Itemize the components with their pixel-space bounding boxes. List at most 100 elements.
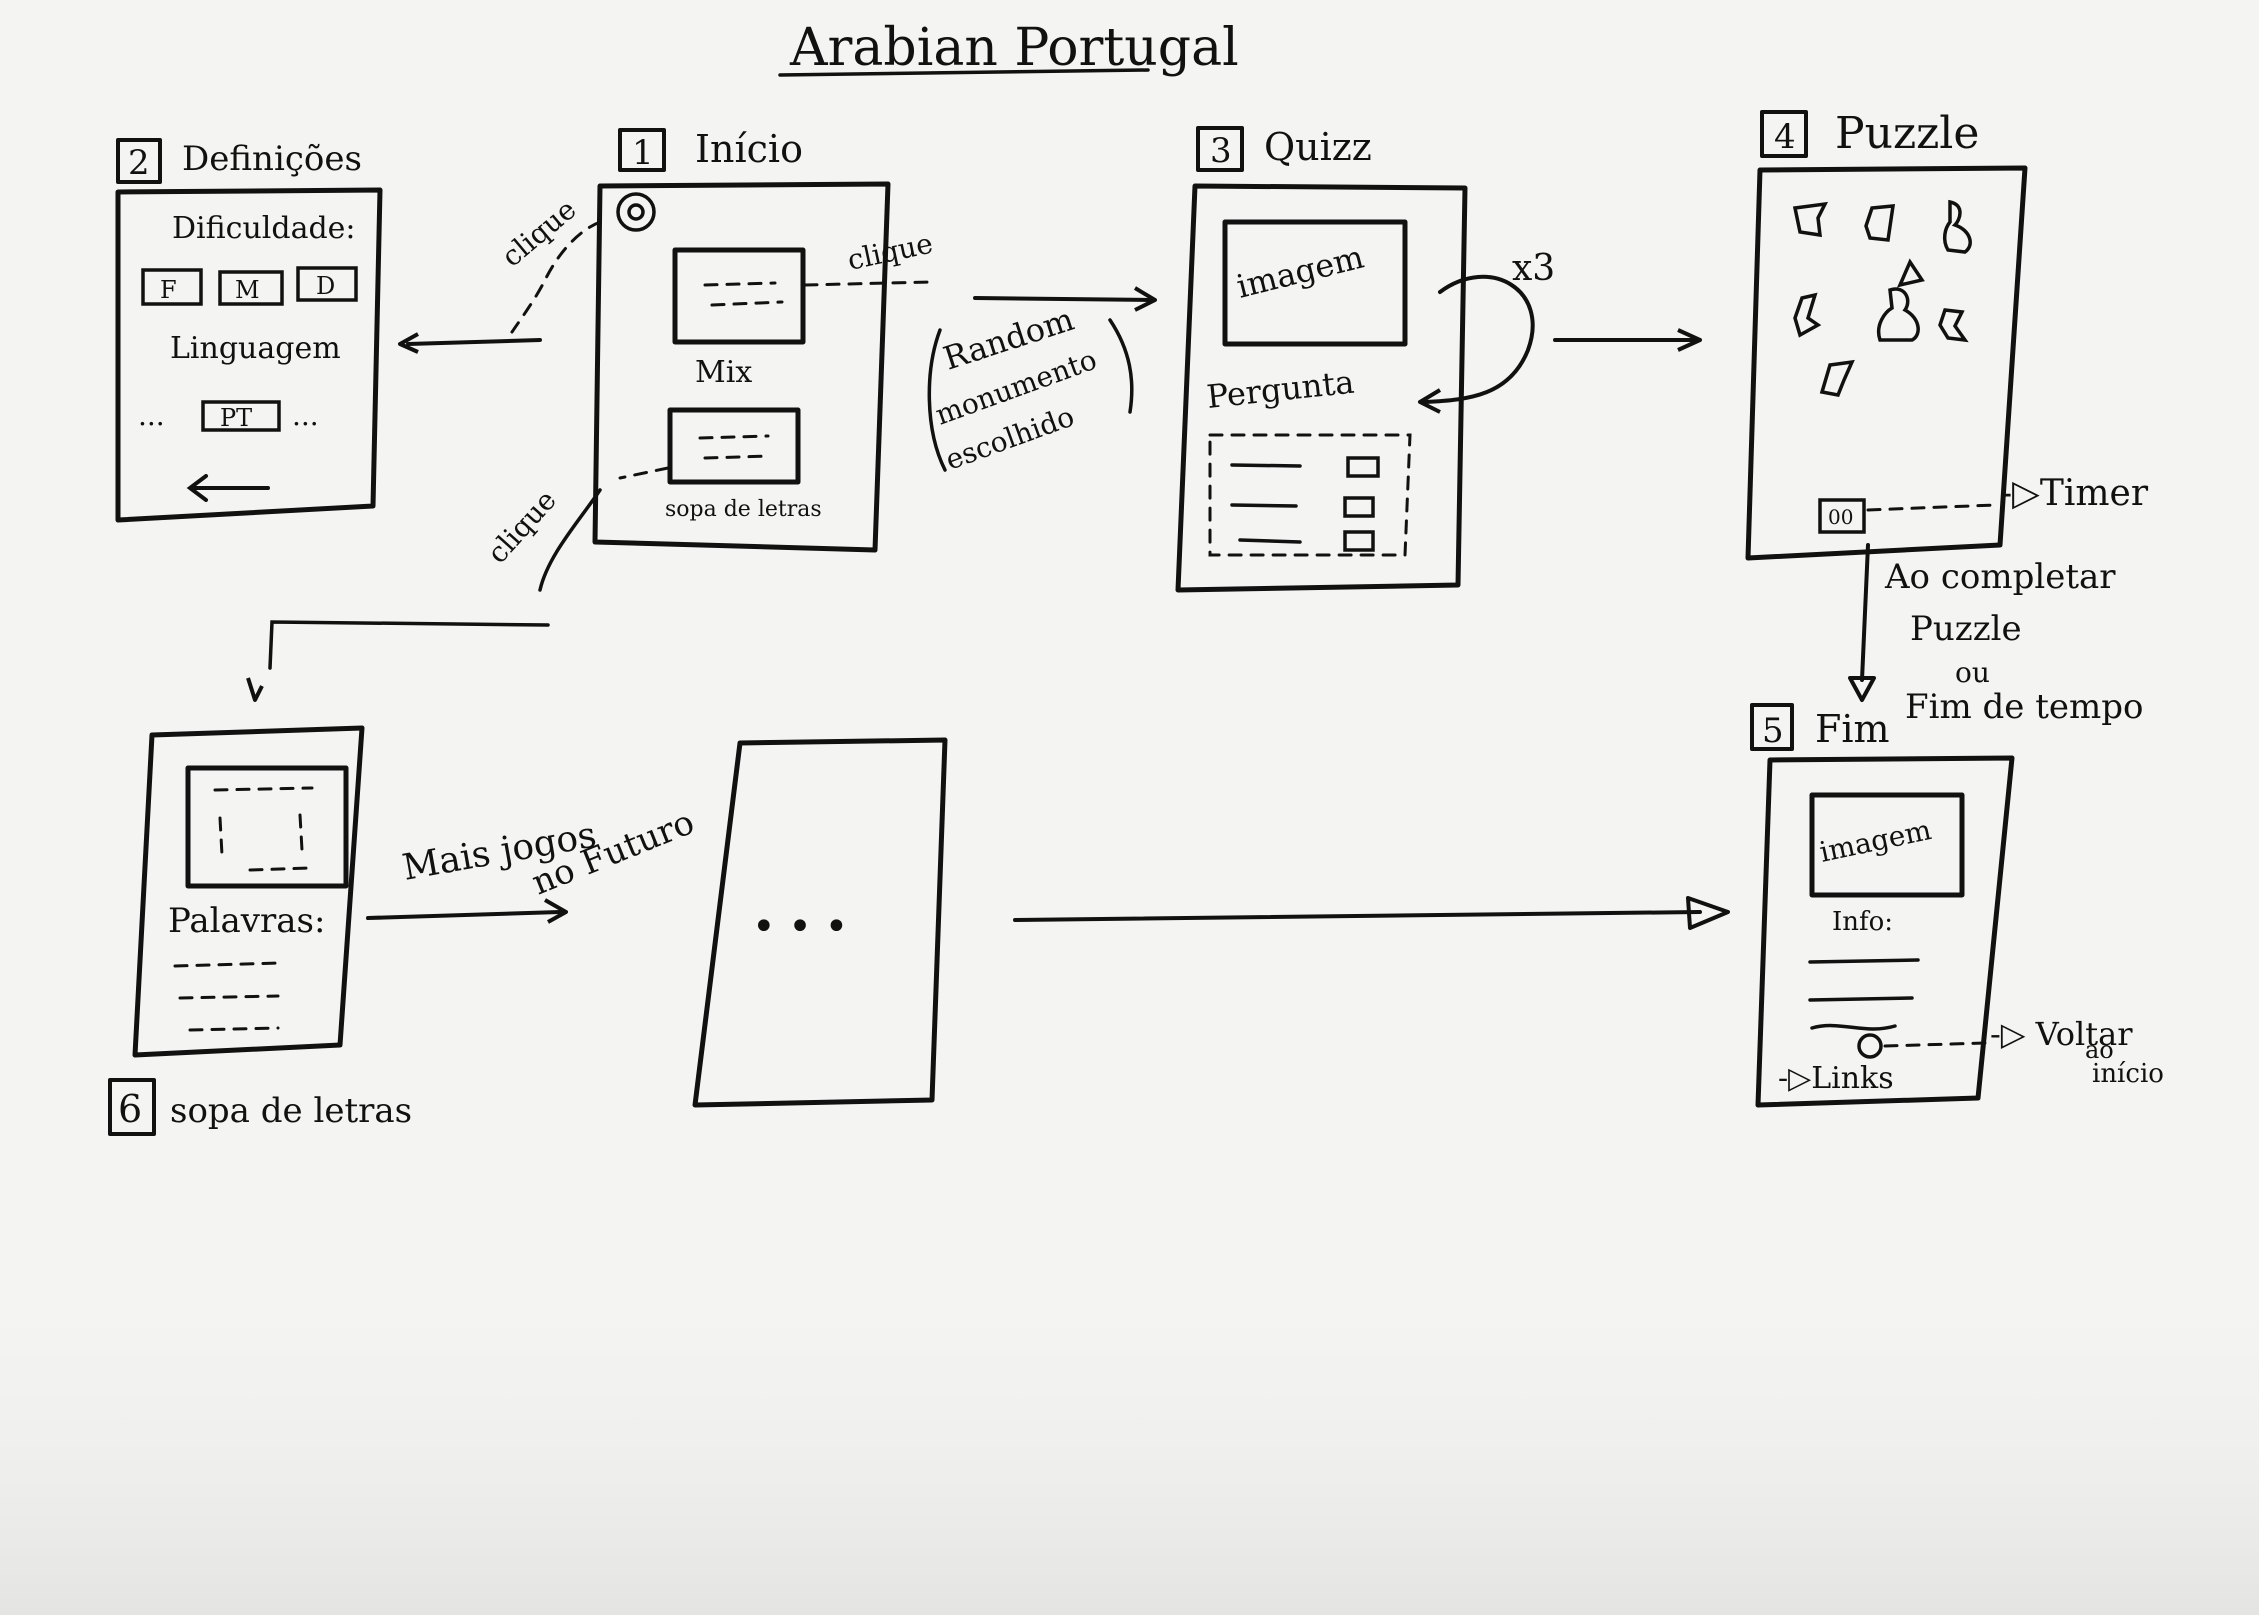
screen-title: Início [695,127,803,171]
fim-image [1809,792,1965,898]
language-ellipsis-left: ... [138,399,165,432]
annotation-complete-1: Ao completar [1884,557,2116,597]
screen-frame [132,725,365,1058]
back-note-2: ao [2085,1036,2114,1064]
sopa-label: sopa de letras [665,497,822,522]
puzzle-piece-icon[interactable] [1897,258,1925,288]
difficulty-easy-button[interactable] [141,268,203,306]
arrow-head [1686,896,1730,930]
sopa-link-curve [538,488,602,592]
timer-note: -▷Timer [2000,473,2149,514]
links-note: -▷Links [1778,1061,1894,1096]
mix-button[interactable] [672,247,806,345]
annotation-clique-sopa: clique [481,484,563,570]
paper-shadow [0,1250,2259,1615]
difficulty-medium-label: M [235,276,260,304]
page-title: Arabian Portugal [789,18,1239,78]
screen-fim: 5 Fim imagem Info: -▷ Voltar ao início -… [1750,703,2164,1108]
settings-gear-icon[interactable] [616,192,656,232]
arrow-head [1418,388,1442,414]
info-lines [1808,958,1920,1031]
screen-number-box [1750,703,1794,751]
screen-puzzle: 4 Puzzle 00 -▷Timer [1745,108,2149,561]
puzzle-piece-icon[interactable] [1793,292,1822,338]
dashed-link-timer [1866,503,1997,512]
screen-title: Fim [1815,707,1890,751]
screen-number: 4 [1774,117,1796,157]
gear-hub [627,203,645,221]
answer-checkbox[interactable] [1346,456,1380,478]
puzzle-piece-icon[interactable] [1819,359,1855,397]
back-note-3: início [2092,1059,2164,1089]
puzzle-piece-icon[interactable] [1877,287,1920,342]
puzzle-piece-icon[interactable] [1792,201,1829,238]
dashed-link-mix [803,280,932,287]
arrow-future-to-fim [1013,910,1702,922]
answer-line [1230,503,1298,508]
screen-frame [1755,755,2015,1108]
screen-quizz: 3 Quizz imagem Pergunta [1175,125,1468,593]
words-list [173,961,282,1032]
language-select[interactable] [201,400,281,432]
mix-placeholder-lines [703,281,784,307]
language-value: PT [220,404,252,432]
screen-number: 6 [118,1087,142,1131]
screen-number-box [1760,110,1808,158]
screen-frame [592,181,891,553]
puzzle-piece-icon[interactable] [1938,308,1969,343]
puzzle-piece-icon[interactable] [1942,199,1972,254]
bracket-left [927,328,947,472]
back-arrow-icon[interactable] [186,474,270,502]
annotation-complete-2: Puzzle [1910,609,2022,649]
arrow-to-fim [1860,543,1870,682]
answer-checkbox[interactable] [1343,496,1375,518]
question-label: Pergunta [1205,363,1356,416]
letter-grid[interactable] [185,765,349,889]
answer-checkbox[interactable] [1343,530,1375,552]
arrow-to-definicoes [406,338,542,346]
screen-number: 2 [128,143,150,183]
quiz-image-label: imagem [1233,238,1368,306]
answer-line [1230,463,1302,468]
screen-title: Puzzle [1835,108,1979,159]
arrow-head [398,332,419,354]
difficulty-easy-label: F [160,276,177,304]
screen-future [692,737,948,1108]
sopa-placeholder-lines [698,434,772,460]
arrow-to-quizz [973,296,1152,302]
fim-image-label: imagem [1817,813,1935,869]
screen-number: 3 [1210,131,1232,171]
screen-frame [1175,183,1468,593]
title-underline [778,68,1150,77]
screen-number-box [618,128,666,172]
arrow-head [544,898,568,924]
info-label: Info: [1832,907,1893,937]
difficulty-hard-button[interactable] [296,266,358,302]
difficulty-label: Dificuldade: [172,211,356,246]
screen-title: Definições [182,139,362,179]
future-ellipsis: • • • [752,904,848,950]
annotation-clique-settings: clique [495,193,582,274]
quiz-image [1222,219,1408,347]
arrow-head [246,677,264,702]
arrow-head [1133,286,1157,312]
screen-sopa: Palavras: 6 sopa de letras [108,725,412,1136]
sopa-button[interactable] [667,407,801,485]
arrow-head [1848,676,1876,702]
annotation-repeat: x3 [1512,248,1555,289]
difficulty-medium-button[interactable] [218,270,284,306]
screen-frame [1745,165,2028,561]
loop-arrow [1423,274,1535,404]
arrow-to-sopa [268,620,550,670]
language-label: Linguagem [170,331,341,366]
answers-group [1208,433,1412,557]
puzzle-piece-icon[interactable] [1864,204,1896,242]
words-label: Palavras: [168,901,325,941]
annotation-complete-3: ou [1955,656,1990,689]
screen-number: 1 [632,133,654,173]
timer-box [1818,498,1866,534]
screen-title: sopa de letras [170,1091,412,1131]
home-button-icon[interactable] [1857,1033,1883,1059]
timer-box-value: 00 [1828,505,1853,529]
